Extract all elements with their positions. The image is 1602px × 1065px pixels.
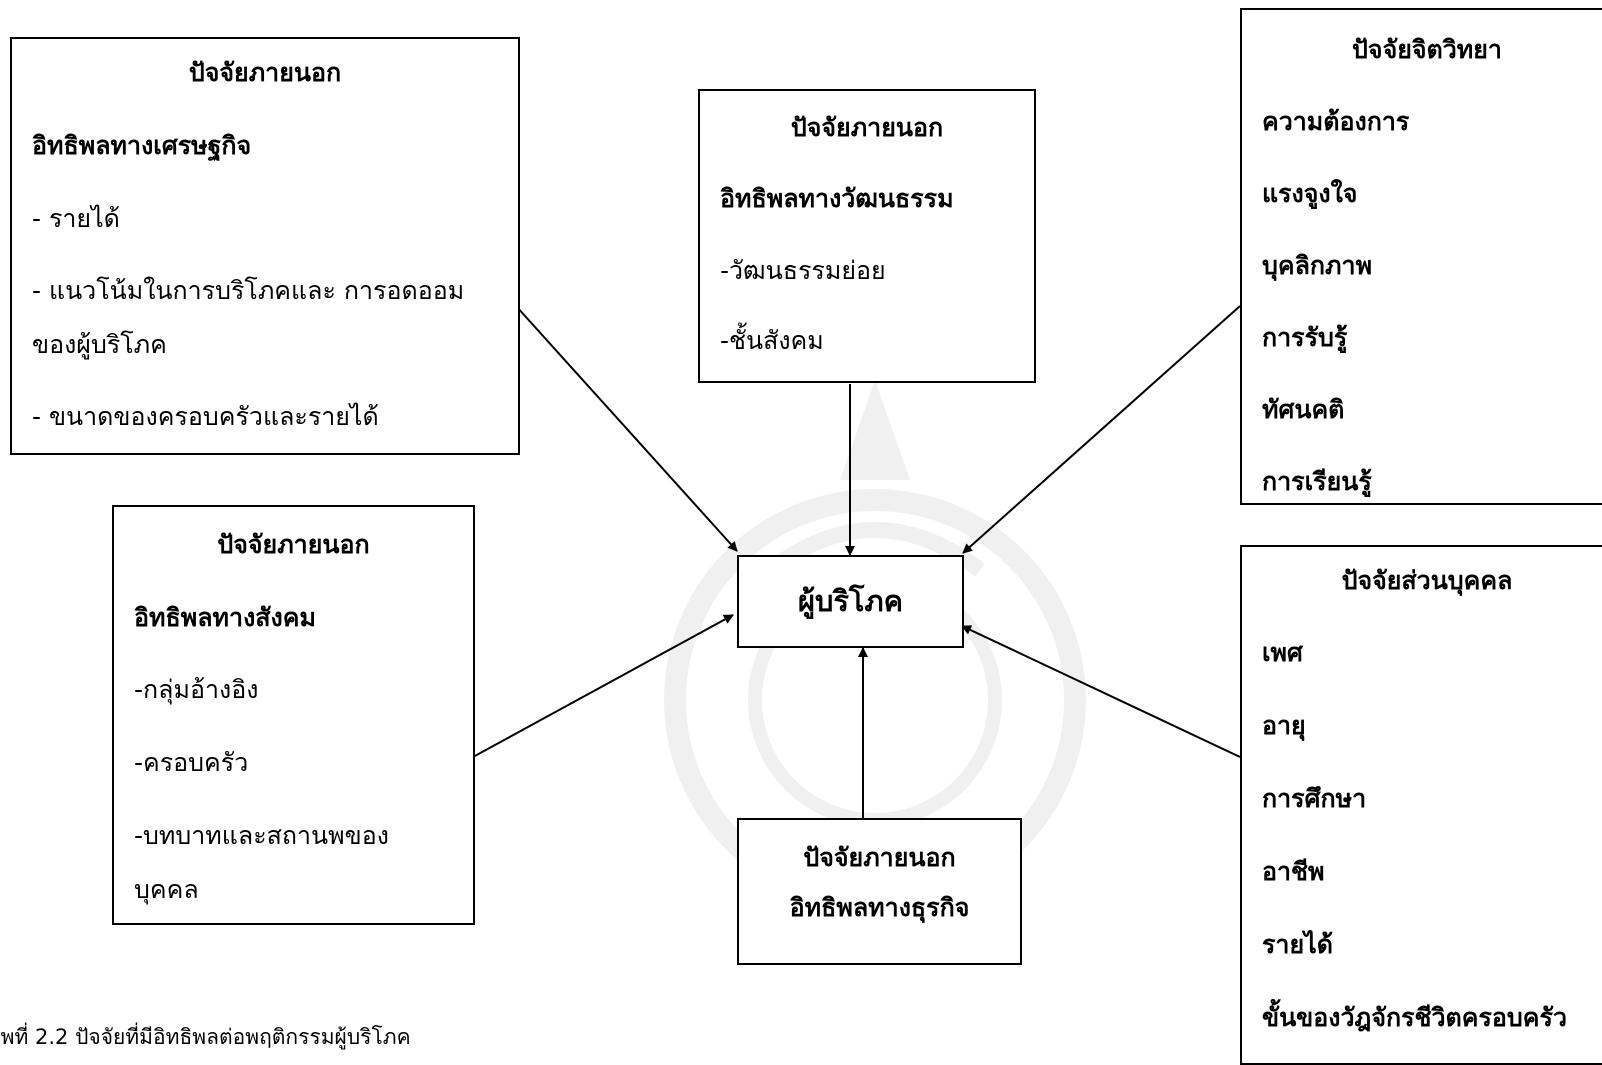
economic-item: - ขนาดของครอบครัวและรายได้ — [32, 402, 379, 431]
personal-item: เพศ — [1262, 638, 1303, 667]
economic-item: - รายได้ — [32, 204, 120, 233]
personal-item: อายุ — [1262, 711, 1306, 740]
arrow-economic-to-consumer — [515, 305, 738, 552]
business-box-subtitle: อิทธิพลทางธุรกิจ — [789, 893, 970, 922]
social-item: -ครอบครัว — [134, 748, 249, 777]
consumer-box: ผู้บริโภค — [737, 555, 964, 648]
economic-item: - แนวโน้มในการบริโภคและ การอดออม — [32, 276, 465, 305]
psychology-box-title: ปัจจัยจิตวิทยา — [1352, 35, 1502, 64]
psychology-item: การรับรู้ — [1262, 323, 1348, 352]
figure-caption: ภาพที่ 2.2 ปัจจัยที่มีอิทธิพลต่อพฤติกรรม… — [0, 1025, 411, 1049]
culture-item: -ชั้นสังคม — [720, 326, 824, 355]
culture-item: -วัฒนธรรมย่อย — [720, 256, 886, 285]
arrow-psychology-to-consumer — [962, 305, 1241, 554]
personal-item: รายได้ — [1262, 930, 1333, 959]
business-factor-box: ปัจจัยภายนอก อิทธิพลทางธุรกิจ — [737, 818, 1022, 965]
economic-box-subtitle: อิทธิพลทางเศรษฐกิจ — [32, 131, 252, 160]
personal-item: อาชีพ — [1262, 857, 1325, 886]
social-factor-box: ปัจจัยภายนอก อิทธิพลทางสังคม -กลุ่มอ้างอ… — [112, 505, 475, 925]
psychology-factor-box: ปัจจัยจิตวิทยา ความต้องการ แรงจูงใจ บุคล… — [1240, 8, 1602, 505]
social-box-subtitle: อิทธิพลทางสังคม — [134, 603, 316, 632]
personal-item: การศึกษา — [1262, 784, 1367, 813]
social-item: -กลุ่มอ้างอิง — [134, 675, 259, 704]
arrow-social-to-consumer — [472, 614, 734, 758]
economic-factor-box: ปัจจัยภายนอก อิทธิพลทางเศรษฐกิจ - รายได้… — [10, 37, 520, 455]
economic-item: ของผู้บริโภค — [32, 330, 167, 359]
economic-box-title: ปัจจัยภายนอก — [188, 58, 342, 87]
culture-factor-box: ปัจจัยภายนอก อิทธิพลทางวัฒนธรรม -วัฒนธรร… — [698, 89, 1036, 383]
business-box-title: ปัจจัยภายนอก — [803, 843, 956, 872]
psychology-item: ความต้องการ — [1262, 107, 1410, 136]
personal-box-title: ปัจจัยส่วนบุคคล — [1341, 566, 1513, 595]
social-box-title: ปัจจัยภายนอก — [217, 530, 370, 559]
psychology-item: แรงจูงใจ — [1262, 179, 1358, 208]
personal-factor-box: ปัจจัยส่วนบุคคล เพศ อายุ การศึกษา อาชีพ … — [1240, 545, 1602, 1065]
personal-item: ขั้นของวัฎจักรชีวิตครอบครัว — [1262, 1003, 1567, 1032]
social-item: -บทบาทและสถานพของ — [134, 821, 389, 850]
psychology-item: บุคลิกภาพ — [1262, 251, 1373, 280]
psychology-item: การเรียนรู้ — [1262, 467, 1372, 496]
arrow-personal-to-consumer — [961, 625, 1241, 758]
culture-box-subtitle: อิทธิพลทางวัฒนธรรม — [720, 184, 954, 213]
consumer-box-title: ผู้บริโภค — [797, 584, 904, 618]
psychology-item: ทัศนคติ — [1262, 395, 1345, 424]
social-item: บุคคล — [134, 875, 199, 904]
culture-box-title: ปัจจัยภายนอก — [790, 113, 944, 142]
